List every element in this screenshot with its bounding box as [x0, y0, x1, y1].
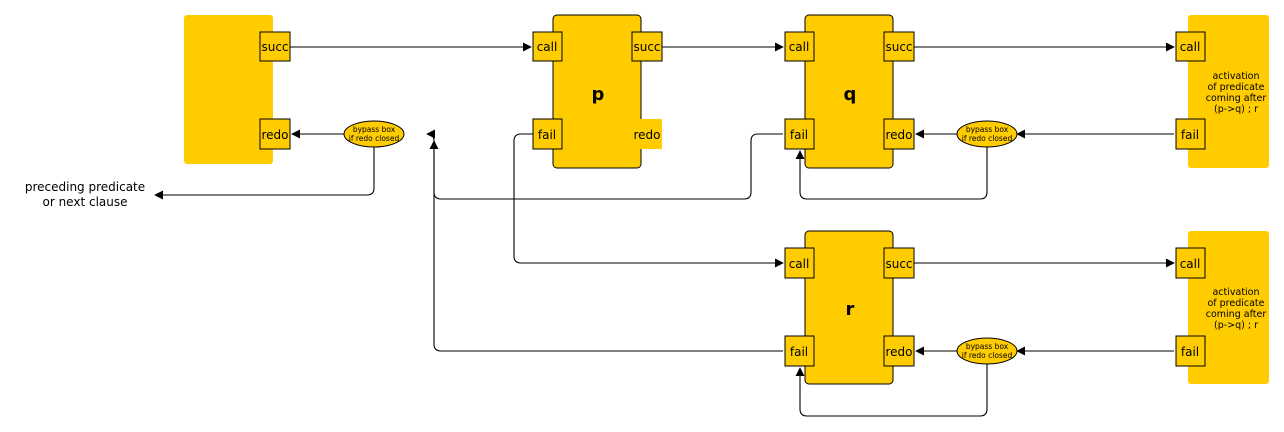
activation-bottom-call-port [1175, 247, 1206, 279]
activation-bottom-line-2: of predicate [1207, 298, 1264, 309]
q-succ-label: succ [885, 40, 912, 54]
left-succ-label: succ [261, 40, 288, 54]
p-succ-label: succ [633, 40, 660, 54]
box-r: call succ fail redo r [784, 230, 915, 385]
left-redo-port [259, 118, 291, 150]
activation-bottom-line-4: (p->q) ; r [1214, 320, 1258, 331]
box-r-name: r [846, 299, 855, 320]
activation-top-fail-label: fail [1181, 128, 1199, 142]
wire-bypass-q-loop-to-q-fail [795, 147, 988, 200]
q-succ-port [883, 31, 915, 62]
box-p-name: p [592, 84, 605, 105]
bypass-left-line-1: bypass box [353, 125, 396, 134]
r-redo-label: redo [885, 345, 912, 359]
activation-top-call-port [1175, 31, 1206, 62]
activation-top-call-label: call [1180, 40, 1201, 54]
activation-top-line-4: (p->q) ; r [1214, 104, 1258, 115]
box-p-body [552, 14, 642, 169]
activation-top-fail-port [1175, 118, 1206, 150]
activation-top-line-1: activation [1212, 71, 1259, 82]
r-call-label: call [789, 257, 810, 271]
p-call-port [532, 31, 563, 62]
bypass-left: bypass box if redo closed [343, 120, 405, 148]
p-fail-label: fail [538, 128, 556, 142]
wires [154, 42, 1175, 417]
activation-bottom-call-label: call [1180, 257, 1201, 271]
left-succ-port [259, 31, 291, 62]
activation-bottom-fail-label: fail [1181, 345, 1199, 359]
activation-top-box: call fail activation of predicate coming… [1175, 15, 1269, 168]
bypass-left-line-2: if redo closed [349, 134, 400, 143]
bypass-q: bypass box if redo closed [956, 120, 1018, 148]
left-redo-label: redo [261, 128, 288, 142]
bypass-q-line-2: if redo closed [962, 134, 1013, 143]
bypass-q-line-1: bypass box [966, 125, 1009, 134]
previous-activation-box: succ redo [184, 15, 291, 164]
bypass-r: bypass box if redo closed [956, 337, 1018, 365]
preceding-line-2: or next clause [42, 195, 127, 209]
activation-bottom-line-1: activation [1212, 287, 1259, 298]
p-redo-port [632, 119, 662, 149]
activation-bottom-line-3: coming after [1206, 309, 1267, 320]
activation-bottom-fail-port [1175, 335, 1206, 367]
r-redo-port [883, 335, 915, 367]
q-redo-port [883, 118, 915, 150]
p-succ-port [631, 31, 663, 62]
bypass-r-line-1: bypass box [966, 342, 1009, 351]
activation-bottom-box: call fail activation of predicate coming… [1175, 231, 1269, 384]
preceding-predicate-label: preceding predicate or next clause [25, 180, 145, 209]
bypass-r-ellipse [956, 337, 1018, 365]
wire-bypass-r-loop-to-r-fail [795, 364, 988, 417]
box-q-body [804, 14, 894, 169]
q-fail-port [784, 118, 815, 150]
q-fail-label: fail [790, 128, 808, 142]
bypass-left-ellipse [343, 120, 405, 148]
r-succ-label: succ [885, 257, 912, 271]
r-succ-port [883, 247, 915, 279]
box-r-body [804, 230, 894, 385]
bypass-r-line-2: if redo closed [962, 351, 1013, 360]
previous-activation-body [184, 15, 273, 164]
q-call-label: call [789, 40, 810, 54]
q-redo-label: redo [885, 128, 912, 142]
wire-bypass-left-to-preceding [154, 147, 375, 200]
r-fail-label: fail [790, 345, 808, 359]
p-redo-label: redo [633, 128, 660, 142]
box-p: call succ fail redo p [532, 14, 663, 169]
preceding-line-1: preceding predicate [25, 180, 145, 194]
box-q: call succ fail redo q [784, 14, 915, 169]
activation-top-line-3: coming after [1206, 93, 1267, 104]
activation-top-line-2: of predicate [1207, 82, 1264, 93]
activation-bottom-body [1188, 231, 1269, 384]
p-fail-port [532, 118, 563, 150]
wire-r-fail-to-bypass-left [429, 140, 783, 352]
q-call-port [784, 31, 815, 62]
r-call-port [784, 247, 815, 279]
bypass-q-ellipse [956, 120, 1018, 148]
box-q-name: q [844, 84, 857, 105]
activation-top-body [1188, 15, 1269, 168]
p-call-label: call [537, 40, 558, 54]
wire-p-fail-to-r-call [513, 133, 784, 268]
r-fail-port [784, 335, 815, 367]
wire-q-fail-to-bypass-left [426, 129, 783, 200]
